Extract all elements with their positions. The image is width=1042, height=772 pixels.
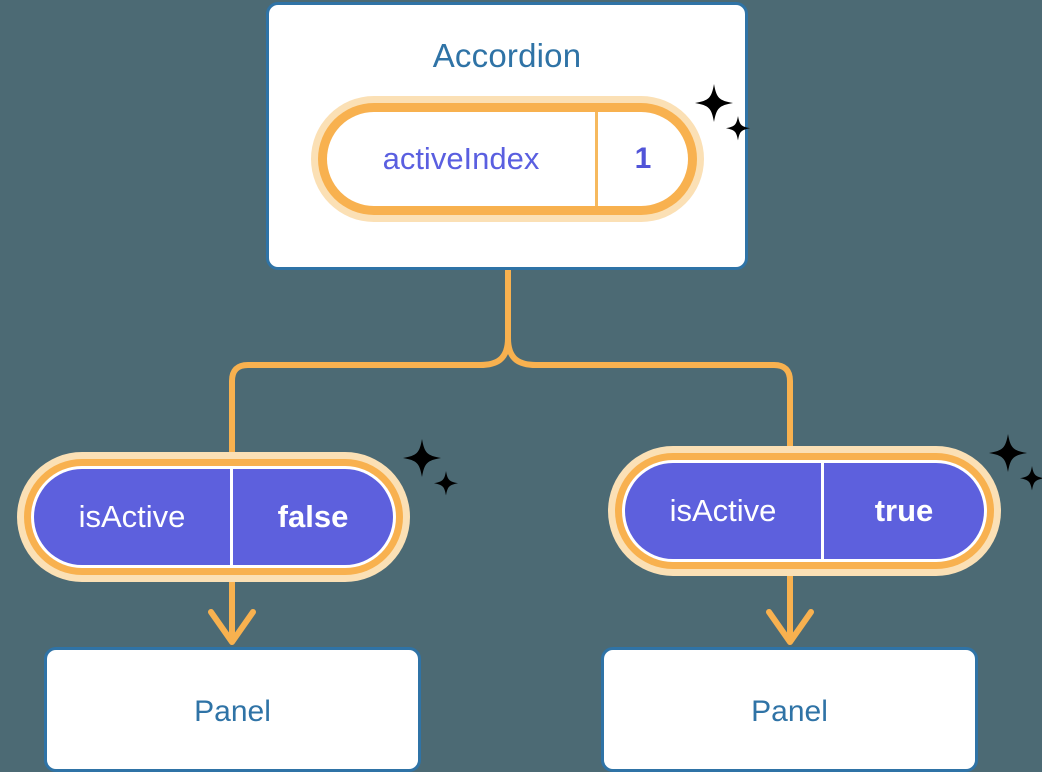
arrowhead-left-panel xyxy=(208,609,256,645)
active-index-pill-key: activeIndex xyxy=(382,141,540,176)
connector-branch-left xyxy=(229,335,511,455)
connector-branch-right xyxy=(505,335,793,449)
sparkle-star-large-icon xyxy=(403,439,441,477)
arrowhead-right-panel xyxy=(766,609,814,645)
sparkle-star-small-icon xyxy=(434,471,458,496)
is-active-pill-right-ring: isActive true xyxy=(615,453,994,569)
active-index-pill[interactable]: activeIndex 1 xyxy=(311,96,704,222)
is-active-pill-right-value: true xyxy=(821,463,984,559)
panel-card-left[interactable]: Panel xyxy=(44,647,421,772)
is-active-pill-right-inner: isActive true xyxy=(622,460,987,562)
sparkle-star-large-icon xyxy=(989,434,1027,472)
is-active-pill-left-key: isActive xyxy=(78,499,186,534)
active-index-pill-value: 1 xyxy=(595,112,688,206)
is-active-pill-left-inner: isActive false xyxy=(31,466,396,568)
active-index-pill-inner: activeIndex 1 xyxy=(327,112,688,206)
is-active-pill-right-core: isActive true xyxy=(625,463,984,559)
panel-card-right-title: Panel xyxy=(751,694,828,728)
is-active-pill-left-ring: isActive false xyxy=(24,459,403,575)
is-active-pill-left-core: isActive false xyxy=(34,469,393,565)
accordion-card-title: Accordion xyxy=(432,37,582,74)
is-active-pill-left[interactable]: isActive false xyxy=(17,452,410,582)
panel-card-right[interactable]: Panel xyxy=(601,647,978,772)
is-active-pill-left-value: false xyxy=(230,469,393,565)
sparkle-star-small-icon xyxy=(1020,466,1042,491)
is-active-pill-right[interactable]: isActive true xyxy=(608,446,1001,576)
active-index-pill-ring: activeIndex 1 xyxy=(318,103,697,215)
panel-card-left-title: Panel xyxy=(194,694,271,728)
is-active-pill-right-key: isActive xyxy=(669,493,777,528)
